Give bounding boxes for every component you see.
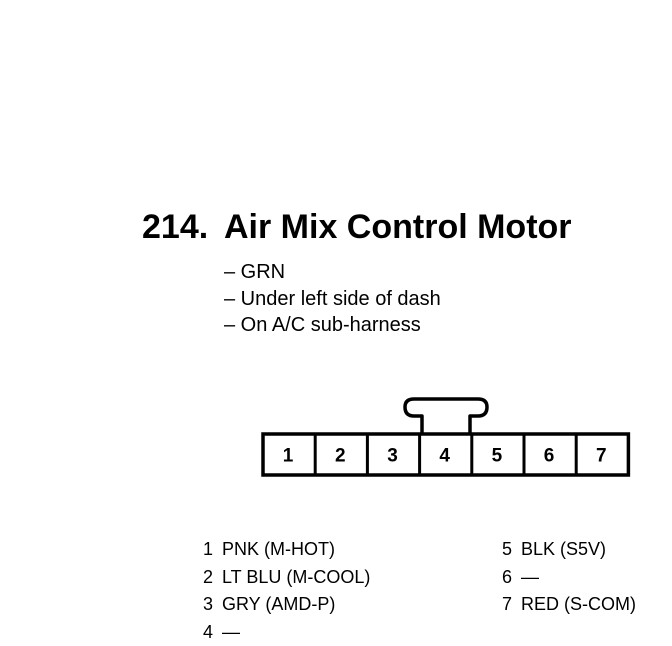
- pin-description: —: [521, 567, 539, 587]
- pin-description: BLK (S5V): [521, 539, 606, 559]
- pin-description: RED (S-COM): [521, 594, 636, 614]
- pin-number: 5: [502, 536, 521, 564]
- pin-number: 6: [502, 564, 521, 592]
- pin-number: 1: [203, 536, 222, 564]
- cavity-number: 5: [492, 446, 503, 467]
- connector-latch: [405, 399, 487, 433]
- cavity-number: 4: [439, 446, 450, 467]
- cavity-number: 2: [335, 446, 346, 467]
- pin-number: 7: [502, 591, 521, 619]
- pin-number: 4: [203, 619, 222, 646]
- pin-description: —: [222, 622, 240, 642]
- pin-description: LT BLU (M-COOL): [222, 567, 370, 587]
- cavity-number: 6: [544, 446, 555, 467]
- cavity-number: 1: [283, 446, 294, 467]
- pin-number: 2: [203, 564, 222, 592]
- pin-description: GRY (AMD-P): [222, 594, 335, 614]
- pin-description: PNK (M-HOT): [222, 539, 335, 559]
- cavity-group: 1 2 3 4 5 6 7: [263, 434, 628, 475]
- cavity-number: 3: [387, 446, 398, 467]
- cavity-number: 7: [596, 446, 607, 467]
- pin-number: 3: [203, 591, 222, 619]
- pinout-row: 6—: [502, 564, 636, 592]
- pinout-row: 4—: [203, 619, 370, 646]
